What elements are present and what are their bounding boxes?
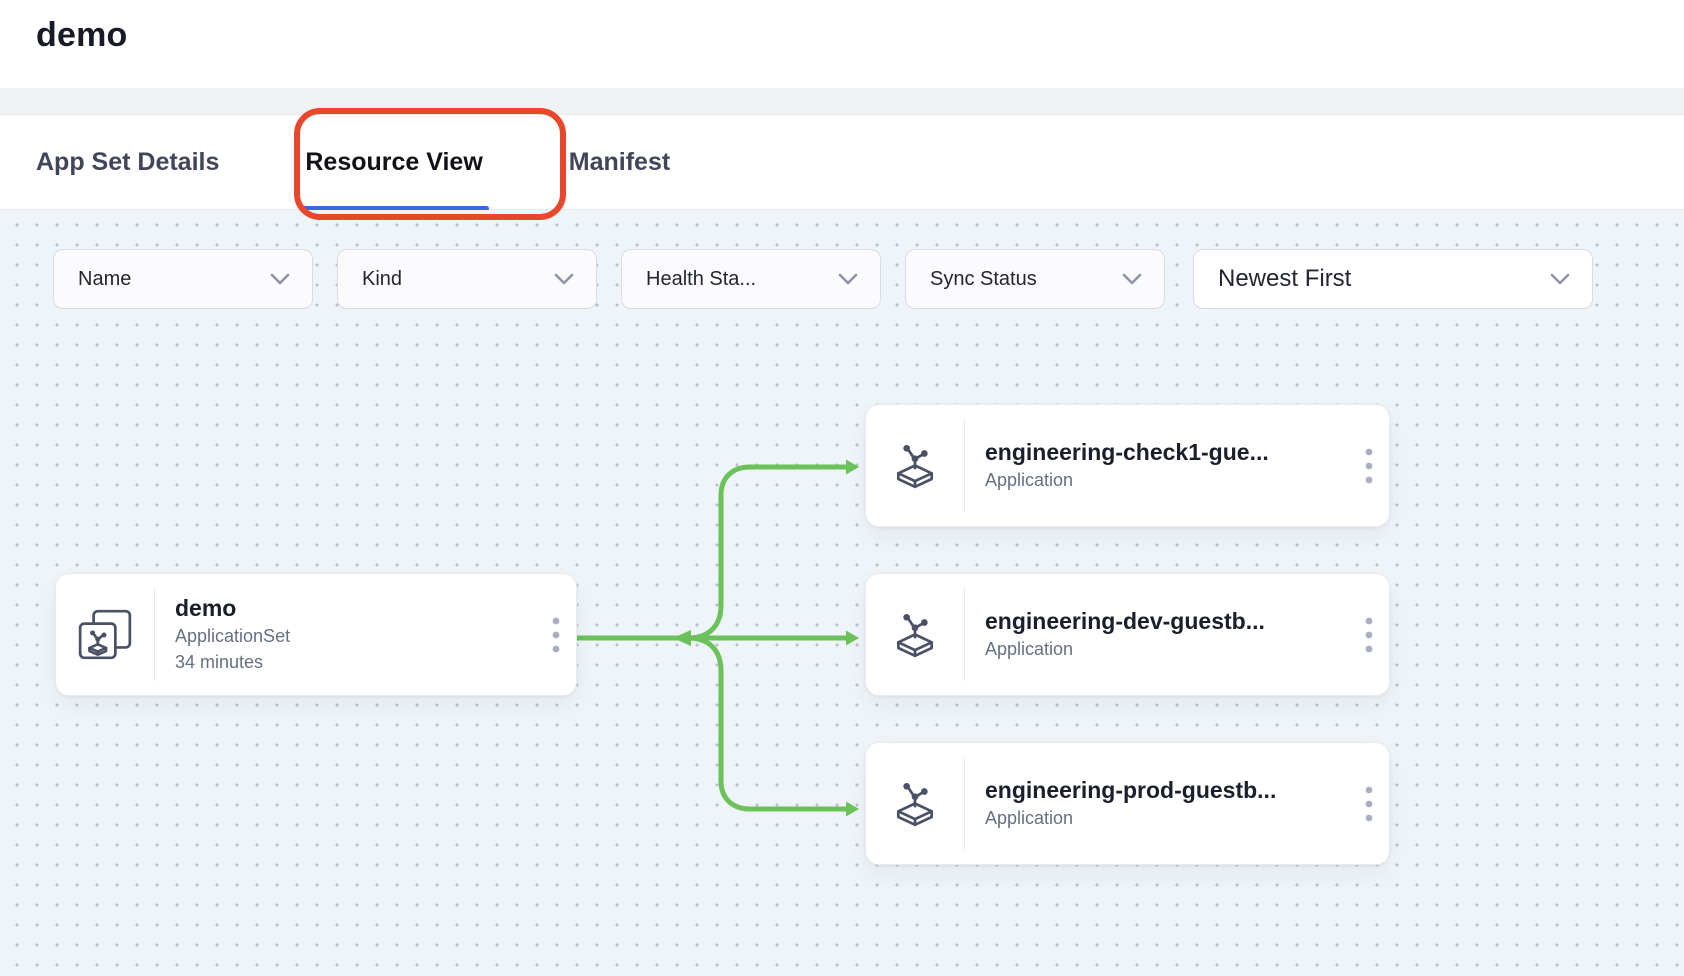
node-application-check1[interactable]: engineering-check1-gue... Application [865,404,1390,527]
tab-resource-view[interactable]: Resource View [299,115,489,211]
arrowhead-icon [846,459,859,475]
application-icon [896,613,934,657]
node-kind: Application [985,807,1074,828]
chevron-down-icon [270,273,290,285]
edge-root-to-child-0 [687,464,849,641]
application-icon [896,444,934,488]
node-kind: Application [985,638,1074,659]
page-header: demo [0,0,1684,88]
applicationset-icon [78,609,132,659]
filter-dropdown-kind[interactable]: Kind [337,249,597,309]
kebab-menu-icon[interactable] [1349,574,1389,695]
active-tab-underline [299,205,489,211]
node-title: demo [175,595,237,622]
page-title: demo [36,16,128,54]
tab-app-set-details[interactable]: App Set Details [36,147,220,176]
node-kind: ApplicationSet [175,625,291,646]
arrowhead-icon [846,801,859,817]
node-title: engineering-dev-guestb... [985,608,1265,635]
tab-bar: App Set Details Resource View Manifest [0,115,1684,211]
edge-root-to-child-2 [687,635,849,812]
chevron-down-icon [1122,273,1142,285]
node-kind: Application [985,469,1074,490]
node-title: engineering-prod-guestb... [985,777,1277,804]
filter-dropdown-health-status[interactable]: Health Sta... [621,249,881,309]
application-icon [896,782,934,826]
node-age: 34 minutes [175,651,264,672]
resource-graph-canvas: Name Kind Health Sta... Sync Status Newe… [0,210,1684,976]
chevron-down-icon [554,273,574,285]
node-title: engineering-check1-gue... [985,439,1269,466]
kebab-menu-icon[interactable] [1349,405,1389,526]
arrowhead-icon [846,630,859,646]
header-divider-band [0,88,1684,115]
chevron-down-icon [1550,273,1570,285]
chevron-down-icon [838,273,858,285]
sort-dropdown-newest-first[interactable]: Newest First [1193,249,1593,309]
node-applicationset-demo[interactable]: demo ApplicationSet 34 minutes [55,573,577,696]
node-application-prod[interactable]: engineering-prod-guestb... Application [865,742,1390,865]
filter-dropdown-sync-status[interactable]: Sync Status [905,249,1165,309]
kebab-menu-icon[interactable] [536,574,576,695]
node-application-dev[interactable]: engineering-dev-guestb... Application [865,573,1390,696]
kebab-menu-icon[interactable] [1349,743,1389,864]
fork-arrowhead-icon [673,630,691,646]
tab-manifest[interactable]: Manifest [568,147,671,176]
filter-dropdown-name[interactable]: Name [53,249,313,309]
